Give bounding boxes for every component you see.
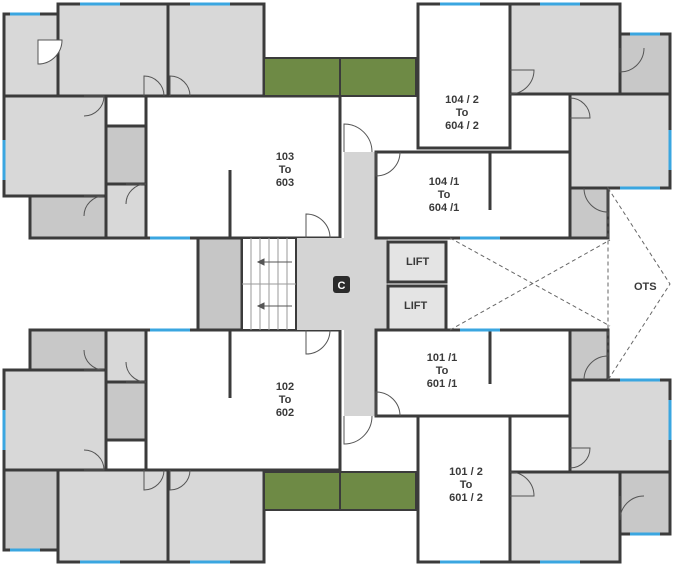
room <box>104 182 148 240</box>
stair-arrows <box>256 258 292 310</box>
core: LIFT LIFT C <box>196 152 448 416</box>
unit-label-line1: 101 / 2 <box>449 466 483 478</box>
unit-label-line3: 601 /1 <box>427 378 458 390</box>
ots-void: OTS <box>449 186 671 382</box>
room <box>2 468 60 552</box>
room <box>568 92 672 190</box>
room <box>104 124 148 186</box>
unit-101-rooms <box>374 328 672 564</box>
unit-label-line3: 601 / 2 <box>449 492 483 504</box>
core-marker-badge <box>333 276 350 293</box>
room <box>28 194 108 240</box>
gardens <box>263 57 417 511</box>
core-marker: C <box>338 280 346 292</box>
lift-1 <box>386 240 448 284</box>
room <box>104 328 148 384</box>
unit-label-line2: To <box>460 479 473 491</box>
room <box>508 2 622 96</box>
unit-104-2-label: 104 / 2 To 604 / 2 <box>445 94 479 132</box>
unit-label-line1: 101 /1 <box>427 352 458 364</box>
room <box>104 380 148 442</box>
room <box>28 328 108 372</box>
room <box>166 468 266 564</box>
lift-2 <box>386 284 448 332</box>
door-swings <box>37 39 645 521</box>
lift-label: LIFT <box>406 256 429 268</box>
ots-diagonal <box>449 239 611 331</box>
room <box>56 468 170 564</box>
unit-101-1-area <box>374 328 572 418</box>
room <box>56 2 170 98</box>
unit-label-line1: 104 /1 <box>429 176 460 188</box>
room <box>508 470 622 564</box>
stair-landing <box>196 236 244 332</box>
unit-label-line3: 604 / 2 <box>445 120 479 132</box>
unit-label-line2: To <box>436 365 449 377</box>
room <box>568 328 610 382</box>
unit-103-label: 103 To 603 <box>276 151 294 189</box>
living-area <box>144 328 342 472</box>
unit-label-line2: To <box>456 107 469 119</box>
lift-label: LIFT <box>404 300 427 312</box>
ots-outline <box>607 186 671 382</box>
ots-label: OTS <box>634 281 657 293</box>
room <box>618 32 672 96</box>
ots-diagonal <box>449 237 611 327</box>
unit-label-line3: 603 <box>276 177 294 189</box>
unit-label-line2: To <box>438 189 451 201</box>
unit-104-1-area <box>374 150 572 240</box>
unit-101-1-label: 101 /1 To 601 /1 <box>427 352 458 390</box>
unit-label-line1: 104 / 2 <box>445 94 479 106</box>
unit-label-line2: To <box>279 164 292 176</box>
unit-104-1-label: 104 /1 To 604 /1 <box>429 176 460 214</box>
unit-label-line1: 103 <box>276 151 294 163</box>
room <box>2 368 108 472</box>
room <box>166 2 266 98</box>
unit-104-2-area <box>416 2 512 150</box>
unit-label-line2: To <box>279 394 292 406</box>
unit-102-rooms <box>2 328 342 564</box>
living-area <box>144 94 342 240</box>
unit-label-line3: 602 <box>276 407 294 419</box>
unit-label-line1: 102 <box>276 381 294 393</box>
room <box>568 378 672 474</box>
unit-102-label: 102 To 602 <box>276 381 294 419</box>
room <box>2 94 108 198</box>
unit-label-line3: 604 /1 <box>429 202 460 214</box>
room <box>568 186 610 240</box>
stair-treads <box>242 238 296 330</box>
unit-101-2-label: 101 / 2 To 601 / 2 <box>449 466 483 504</box>
